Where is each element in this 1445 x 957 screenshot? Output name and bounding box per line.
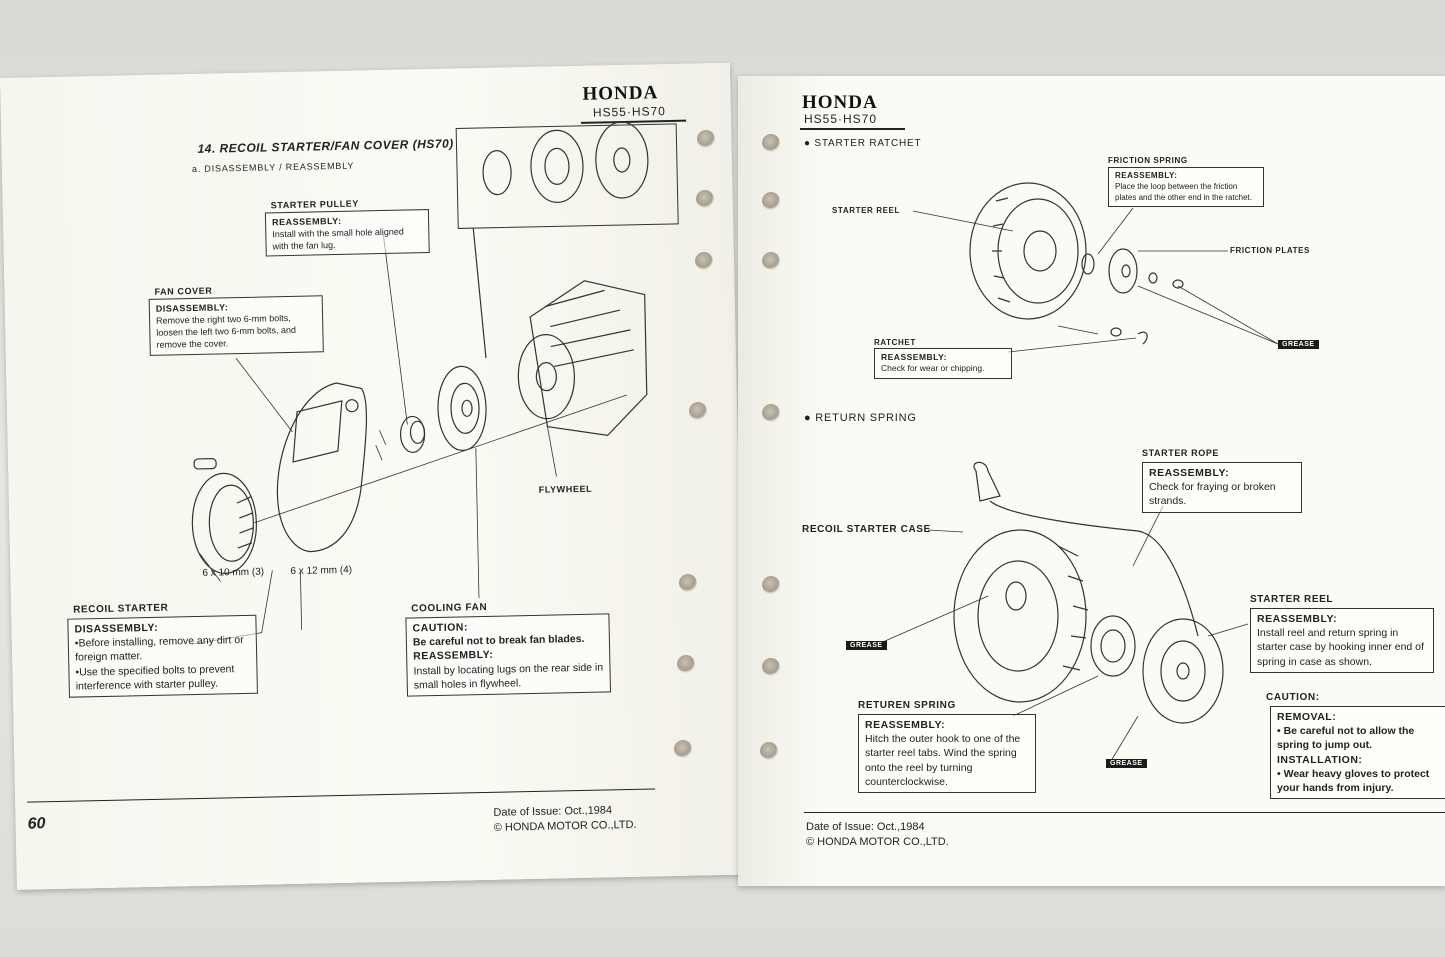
header-rule — [800, 128, 905, 130]
footer-rule — [804, 812, 1445, 813]
bolt-size-10mm: 6 x 10 mm (3) — [202, 566, 265, 579]
friction-spring-text: Place the loop between the friction plat… — [1115, 181, 1252, 202]
cooling-fan-note: CAUTION: Be careful not to break fan bla… — [405, 613, 611, 697]
binder-hole — [689, 402, 707, 420]
starter-rope-heading: REASSEMBLY: — [1149, 467, 1230, 479]
returen-spring-heading: REASSEMBLY: — [865, 719, 946, 731]
friction-spring-heading: REASSEMBLY: — [1115, 171, 1178, 180]
cooling-fan-label: COOLING FAN — [411, 601, 488, 615]
starter-reel-heading: REASSEMBLY: — [1257, 613, 1338, 625]
installation-heading: INSTALLATION: — [1277, 753, 1363, 766]
grease-tag: GREASE — [846, 641, 887, 650]
fan-cover-text: Remove the right two 6-mm bolts, loosen … — [156, 313, 297, 351]
binder-hole — [695, 252, 713, 270]
binder-hole — [762, 404, 780, 422]
binder-hole — [762, 658, 780, 676]
ratchet-heading: REASSEMBLY: — [881, 352, 947, 362]
binder-hole — [762, 192, 780, 210]
friction-spring-note: REASSEMBLY: Place the loop between the f… — [1108, 167, 1264, 208]
starter-reel-text: Install reel and return spring in starte… — [1257, 627, 1424, 668]
binder-hole — [762, 134, 780, 152]
starter-reel-top-label: STARTER REEL — [832, 206, 900, 215]
page-number: 60 — [27, 815, 46, 833]
recoil-starter-note: DISASSEMBLY: •Before installing, remove … — [67, 614, 258, 698]
flywheel-label: FLYWHEEL — [538, 483, 593, 495]
bottom-leader-lines — [877, 505, 1249, 767]
binder-hole — [762, 576, 780, 594]
removal-heading: REMOVAL: — [1277, 711, 1337, 723]
recoil-starter-case-label: RECOIL STARTER CASE — [802, 524, 931, 535]
recoil-starter-diagram — [191, 121, 679, 645]
friction-plates-label: FRICTION PLATES — [1230, 246, 1310, 255]
grease-tag: GREASE — [1278, 340, 1319, 349]
friction-spring-label: FRICTION SPRING — [1108, 156, 1188, 165]
recoil-starter-case-drawing — [953, 461, 1224, 724]
returen-spring-label: RETUREN SPRING — [858, 700, 956, 711]
leader-lines — [191, 234, 627, 645]
returen-spring-note: REASSEMBLY: Hitch the outer hook to one … — [858, 714, 1036, 793]
top-leader-lines — [912, 207, 1279, 353]
binder-hole — [697, 130, 715, 148]
starter-pulley-label: STARTER PULLEY — [270, 198, 360, 211]
binder-hole — [762, 252, 780, 270]
recoil-starter-line1: •Before installing, remove any dirt or f… — [74, 634, 244, 664]
footer-text: Date of Issue: Oct.,1984 © HONDA MOTOR C… — [493, 803, 636, 837]
ratchet-label: RATCHET — [874, 338, 916, 347]
bolt-size-12mm: 6 x 12 mm (4) — [290, 564, 353, 578]
starter-pulley-drawing — [399, 415, 426, 454]
return-spring-heading: ● RETURN SPRING — [804, 412, 917, 424]
recoil-starter-drawing — [191, 458, 257, 574]
binder-hole — [674, 740, 692, 758]
ratchet-note: REASSEMBLY: Check for wear or chipping. — [874, 348, 1012, 379]
cooling-fan-drawing — [437, 365, 487, 451]
caution-label: CAUTION: — [1266, 692, 1320, 703]
honda-logo: HONDA — [802, 92, 878, 113]
inset-box — [455, 123, 679, 229]
return-spring-diagram — [877, 182, 1279, 767]
left-page: HONDA HS55·HS70 14. RECOIL STARTER/FAN C… — [0, 62, 747, 890]
copyright: © HONDA MOTOR CO.,LTD. — [493, 819, 637, 835]
starter-rope-note: REASSEMBLY: Check for fraying or broken … — [1142, 462, 1302, 513]
binder-hole — [696, 190, 714, 208]
starter-reel-label: STARTER REEL — [1250, 594, 1334, 605]
starter-pulley-note: REASSEMBLY: Install with the small hole … — [264, 209, 430, 257]
caution-note: REMOVAL: • Be careful not to allow the s… — [1270, 706, 1445, 800]
copyright: © HONDA MOTOR CO.,LTD. — [806, 836, 949, 849]
inset-flywheel-group — [482, 121, 649, 203]
binder-hole — [677, 655, 695, 673]
ratchet-text: Check for wear or chipping. — [881, 363, 985, 374]
recoil-starter-label: RECOIL STARTER — [73, 602, 169, 616]
removal-text: • Be careful not to allow the spring to … — [1277, 725, 1415, 752]
right-page: HONDA HS55·HS70 ● STARTER RATCHET — [738, 76, 1445, 886]
fan-cover-label: FAN COVER — [154, 285, 213, 297]
fan-cover-note: DISASSEMBLY: Remove the right two 6-mm b… — [148, 295, 324, 356]
engine-body — [472, 228, 648, 436]
starter-pulley-text: Install with the small hole aligned with… — [272, 226, 404, 252]
starter-rope-label: STARTER ROPE — [1142, 448, 1220, 458]
returen-spring-text: Hitch the outer hook to one of the start… — [865, 733, 1021, 788]
installation-text: • Wear heavy gloves to protect your hand… — [1277, 767, 1430, 794]
starter-reel-note: REASSEMBLY: Install reel and return spri… — [1250, 608, 1434, 673]
footer-text: Date of Issue: Oct.,1984 © HONDA MOTOR C… — [806, 820, 949, 851]
starter-ratchet-heading: ● STARTER RATCHET — [804, 138, 922, 149]
recoil-starter-line2: •Use the specified bolts to prevent inte… — [75, 662, 235, 693]
model-number: HS55·HS70 — [804, 112, 878, 126]
binder-hole — [679, 574, 697, 592]
starter-reel-top-drawing — [969, 182, 1184, 345]
issue-date: Date of Issue: Oct.,1984 — [806, 821, 925, 833]
grease-tag: GREASE — [1106, 759, 1147, 768]
fan-cover-drawing — [276, 382, 368, 553]
binder-hole — [760, 742, 778, 760]
cooling-fan-text: Install by locating lugs on the rear sid… — [413, 661, 604, 692]
starter-rope-text: Check for fraying or broken strands. — [1149, 481, 1276, 508]
